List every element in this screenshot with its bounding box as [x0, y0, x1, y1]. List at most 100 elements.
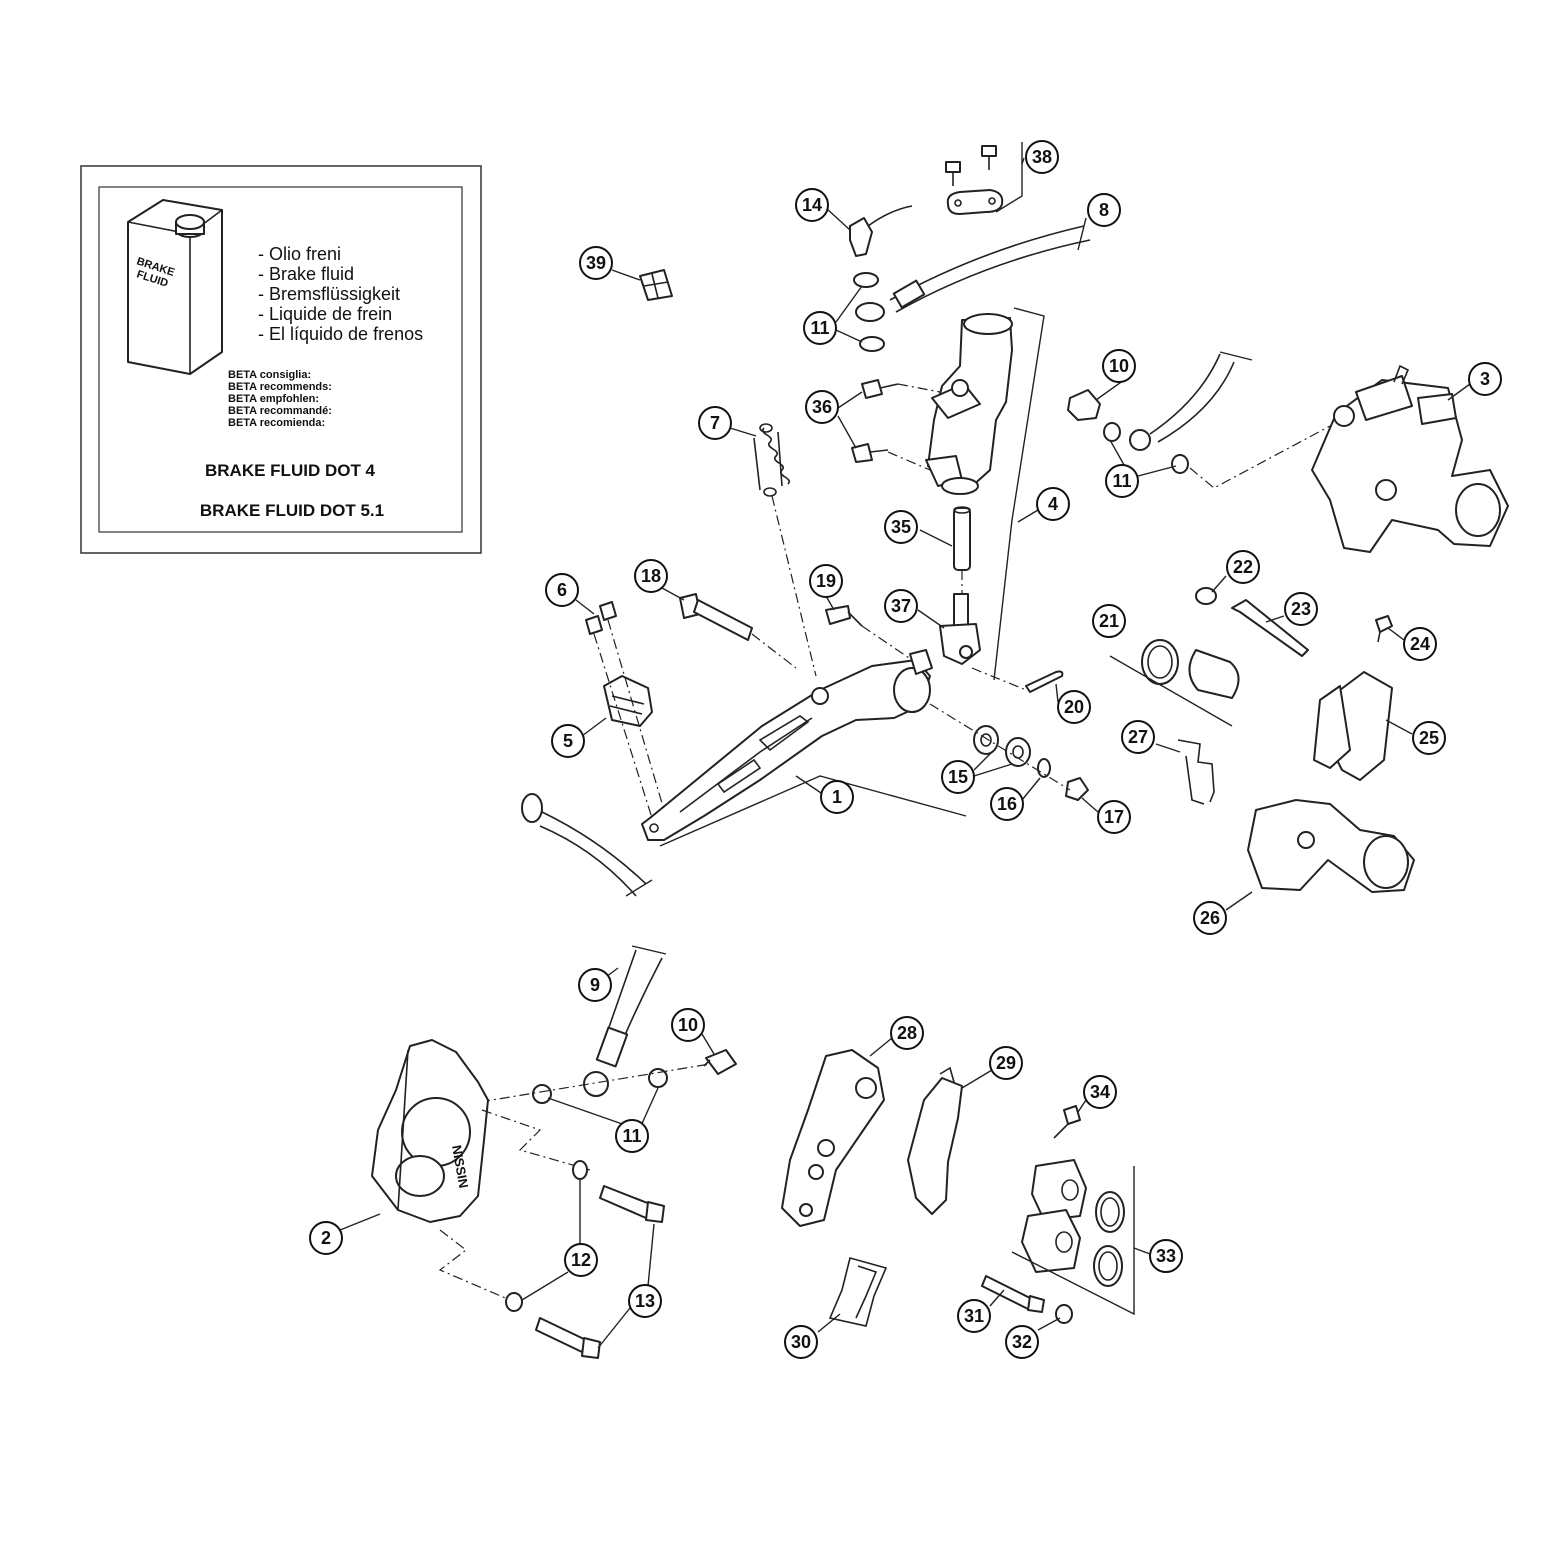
svg-text:13: 13 — [635, 1291, 655, 1311]
part-hose-right — [1149, 353, 1221, 435]
fluid-spec-dot4: BRAKE FLUID DOT 4 — [205, 461, 376, 480]
callout-14: 14 — [795, 188, 829, 222]
callout-27: 27 — [1121, 720, 1155, 754]
callout-leaders — [339, 157, 1471, 1349]
svg-text:29: 29 — [996, 1053, 1016, 1073]
callout-33: 33 — [1149, 1239, 1183, 1273]
language-line-de: - Bremsflüssigkeit — [258, 284, 400, 304]
svg-text:10: 10 — [678, 1015, 698, 1035]
part-rear-caliper-3 — [1311, 364, 1509, 553]
svg-text:36: 36 — [812, 397, 832, 417]
svg-text:11: 11 — [810, 318, 829, 338]
part-washer-12-b — [505, 1292, 523, 1312]
svg-text:24: 24 — [1410, 634, 1430, 654]
part-hose-left-end — [521, 793, 653, 897]
callout-18: 18 — [634, 559, 668, 593]
part-brake-pedal-1 — [641, 649, 967, 847]
svg-text:7: 7 — [710, 413, 720, 433]
callout-34: 34 — [1083, 1075, 1117, 1109]
part-banjo-right — [1129, 429, 1151, 451]
part-washer-11-front-a — [532, 1084, 552, 1104]
callout-13: 13 — [628, 1284, 662, 1318]
callout-21: 21 — [1092, 604, 1126, 638]
parts-drawing: NISSIN — [371, 142, 1509, 1359]
callout-38: 38 — [1025, 140, 1059, 174]
svg-text:15: 15 — [948, 767, 968, 787]
part-front-caliper-2: NISSIN — [371, 1039, 489, 1223]
svg-text:14: 14 — [802, 195, 822, 215]
part-plug-32 — [1055, 1304, 1073, 1324]
svg-text:8: 8 — [1099, 200, 1109, 220]
svg-text:27: 27 — [1128, 727, 1148, 747]
recommends-it: BETA consiglia: — [228, 369, 311, 381]
callout-5: 5 — [551, 724, 585, 758]
recommends-de: BETA empfohlen: — [228, 393, 319, 405]
part-brake-hose-9 — [595, 945, 667, 1068]
part-banjo-fitting — [855, 302, 885, 322]
part-brake-pads-25 — [1313, 671, 1393, 781]
callout-10-top: 10 — [1102, 349, 1136, 383]
callout-15: 15 — [941, 760, 975, 794]
language-line-es: - El líquido de frenos — [258, 324, 423, 344]
svg-text:35: 35 — [891, 517, 911, 537]
part-clevis-37 — [939, 593, 981, 665]
callout-23: 23 — [1284, 592, 1318, 626]
callout-19: 19 — [809, 564, 843, 598]
part-pushrod-35 — [953, 506, 971, 571]
part-banjo-bolt-10-front — [703, 1049, 737, 1075]
svg-text:17: 17 — [1104, 807, 1124, 827]
svg-text:19: 19 — [816, 571, 836, 591]
part-master-cylinder-4 — [925, 307, 1045, 681]
callout-11-top: 11 — [803, 311, 837, 345]
callout-37: 37 — [884, 589, 918, 623]
callout-20: 20 — [1057, 690, 1091, 724]
part-banjo-front — [583, 1071, 609, 1097]
part-washer-11-top-b — [859, 336, 885, 352]
svg-text:32: 32 — [1012, 1332, 1032, 1352]
part-washer-11-top-a — [853, 272, 879, 288]
part-brake-pad-29 — [907, 1066, 963, 1215]
part-pivot-bolt-18 — [679, 593, 753, 641]
callout-11-right: 11 — [1105, 464, 1139, 498]
callout-36: 36 — [805, 390, 839, 424]
part-washer-16 — [1037, 758, 1051, 778]
svg-text:31: 31 — [964, 1306, 984, 1326]
callout-28: 28 — [890, 1016, 924, 1050]
callout-10-front: 10 — [671, 1008, 705, 1042]
svg-text:9: 9 — [590, 975, 600, 995]
svg-text:37: 37 — [891, 596, 911, 616]
svg-text:3: 3 — [1480, 369, 1490, 389]
part-caliper-bracket-26 — [1247, 799, 1415, 893]
svg-text:33: 33 — [1156, 1246, 1176, 1266]
part-washer-11-right-b — [1171, 454, 1189, 474]
svg-text:18: 18 — [641, 566, 661, 586]
part-washer-12-a — [572, 1160, 588, 1180]
brake-fluid-can-icon: BRAKE FLUID — [127, 199, 223, 375]
callouts: 1 2 3 4 5 6 7 8 9 10 10 11 11 11 12 13 1… — [309, 140, 1502, 1359]
callout-22: 22 — [1226, 550, 1260, 584]
svg-text:30: 30 — [791, 1332, 811, 1352]
part-pad-spring-27 — [1177, 739, 1215, 805]
svg-text:39: 39 — [586, 253, 606, 273]
svg-text:34: 34 — [1090, 1082, 1110, 1102]
part-plug-22 — [1195, 587, 1217, 605]
svg-text:11: 11 — [622, 1126, 641, 1146]
svg-text:12: 12 — [571, 1250, 591, 1270]
svg-text:4: 4 — [1048, 494, 1058, 514]
svg-text:21: 21 — [1099, 611, 1119, 631]
callout-4: 4 — [1036, 487, 1070, 521]
callout-39: 39 — [579, 246, 613, 280]
part-reservoir-cover-38 — [945, 142, 1023, 215]
part-caliper-body-28 — [781, 1049, 885, 1227]
svg-text:6: 6 — [557, 580, 567, 600]
callout-6: 6 — [545, 573, 579, 607]
part-pistons-33 — [1011, 1159, 1135, 1316]
callout-8: 8 — [1087, 193, 1121, 227]
callout-30: 30 — [784, 1325, 818, 1359]
callout-29: 29 — [989, 1046, 1023, 1080]
svg-text:5: 5 — [563, 731, 573, 751]
callout-32: 32 — [1005, 1325, 1039, 1359]
part-washer-11-right-a — [1103, 422, 1121, 442]
language-line-fr: - Liquide de frein — [258, 304, 392, 324]
recommends-fr: BETA recommandé: — [228, 405, 332, 417]
